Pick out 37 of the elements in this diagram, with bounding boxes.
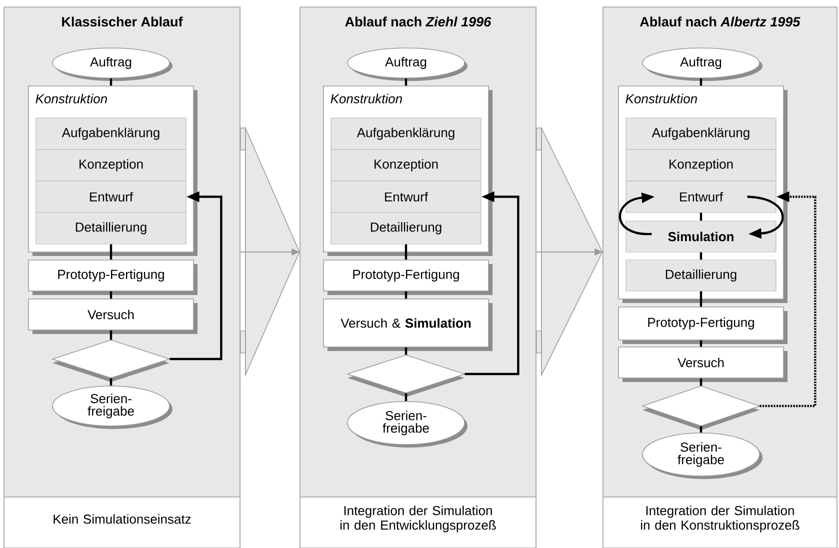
connector-line bbox=[110, 291, 112, 299]
process-box: Prototyp-Fertigung bbox=[28, 260, 198, 295]
connector-line bbox=[404, 244, 408, 260]
process-box: Prototyp-Fertigung bbox=[323, 260, 492, 295]
process-box: Versuch bbox=[618, 346, 788, 382]
connector-line bbox=[404, 291, 408, 299]
phase-box: Detaillierung bbox=[36, 212, 186, 244]
process-box: Prototyp-Fertigung bbox=[618, 306, 788, 344]
phase-box: Entwurf bbox=[330, 180, 482, 213]
connector-line bbox=[700, 252, 702, 260]
phase-box: Konzeption bbox=[36, 149, 186, 182]
connector-line bbox=[404, 347, 408, 355]
connector-line bbox=[700, 212, 702, 221]
connector-line bbox=[110, 378, 112, 386]
phase-box: Entwurf bbox=[626, 180, 776, 213]
phase-box: Detaillierung bbox=[330, 212, 482, 244]
connector-line bbox=[404, 393, 408, 402]
phase-box: Detaillierung bbox=[626, 260, 776, 292]
phase-box: Simulation bbox=[626, 220, 776, 252]
phase-box: Aufgabenklärung bbox=[330, 118, 482, 150]
phase-box: Konzeption bbox=[626, 149, 776, 182]
connector-line bbox=[700, 340, 702, 347]
connector-line bbox=[110, 244, 112, 260]
connector-line bbox=[700, 426, 702, 433]
connector-line bbox=[700, 291, 702, 307]
connector-line bbox=[700, 378, 702, 386]
connector-line bbox=[700, 78, 702, 86]
process-box: Versuch bbox=[28, 298, 198, 334]
phase-box: Entwurf bbox=[36, 180, 186, 213]
connector-line bbox=[110, 330, 112, 340]
phase-box: Aufgabenklärung bbox=[36, 118, 186, 150]
process-box: Versuch & Simulation bbox=[323, 298, 492, 351]
connector-line bbox=[404, 78, 408, 86]
phase-box: Aufgabenklärung bbox=[626, 118, 776, 150]
cycle-arrow bbox=[747, 196, 784, 239]
connector-line bbox=[110, 78, 112, 86]
phase-box: Konzeption bbox=[330, 149, 482, 182]
